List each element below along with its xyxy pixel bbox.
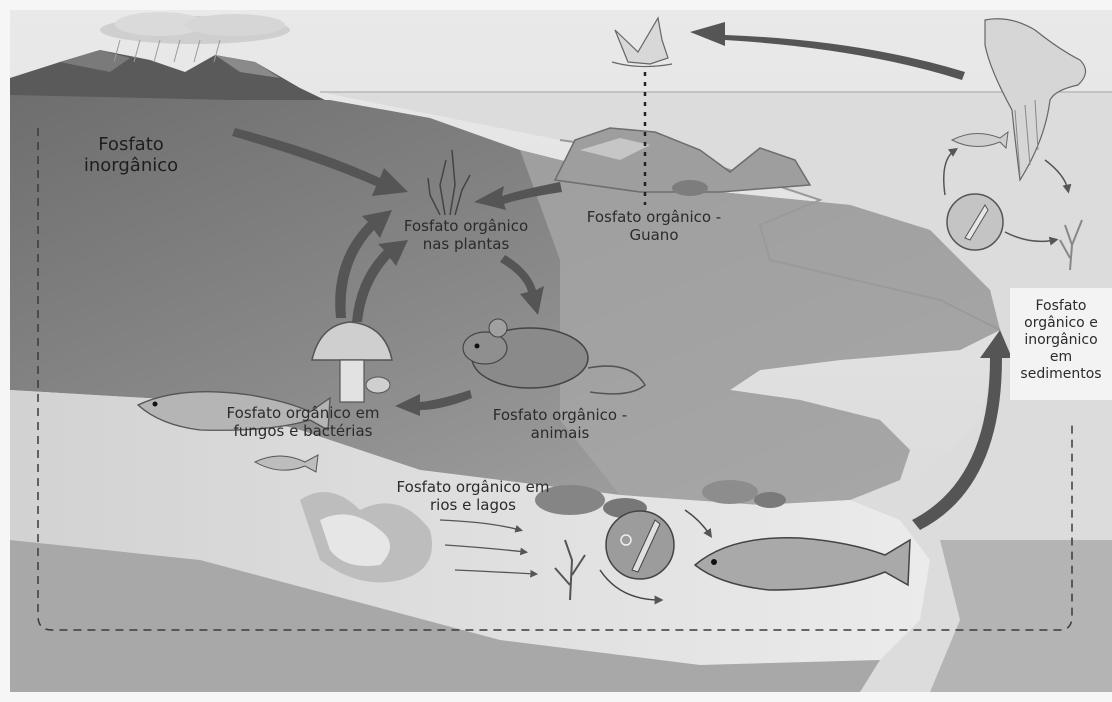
label-line: orgânico e (1012, 315, 1110, 332)
label-line: animais (478, 424, 642, 442)
label-line: sedimentos (1012, 366, 1110, 383)
label-line: fungos e bactérias (208, 422, 398, 440)
label-line: em (1012, 349, 1110, 366)
label-animals: Fosfato orgânico - animais (478, 406, 642, 442)
plankton-circle (947, 194, 1003, 250)
label-rivers-lakes: Fosfato orgânico em rios e lagos (378, 478, 568, 514)
label-line: Fosfato orgânico em (378, 478, 568, 496)
label-line: Guano (574, 226, 734, 244)
label-line: Fosfato orgânico em (208, 404, 398, 422)
label-plants: Fosfato orgânico nas plantas (386, 217, 546, 253)
label-inorganic-phosphate: Fosfato inorgânico (66, 134, 196, 176)
label-sediments: Fosfato orgânico e inorgânico em sedimen… (1012, 298, 1110, 383)
label-fungi-bacteria: Fosfato orgânico em fungos e bactérias (208, 404, 398, 440)
label-guano: Fosfato orgânico - Guano (574, 208, 734, 244)
label-line: Fosfato orgânico - (478, 406, 642, 424)
river-rock (702, 480, 758, 504)
label-line: nas plantas (386, 235, 546, 253)
label-line: Fosfato orgânico (386, 217, 546, 235)
label-line: Fosfato (1012, 298, 1110, 315)
label-line: Fosfato orgânico - (574, 208, 734, 226)
label-line: Fosfato (66, 134, 196, 155)
plankton-circle-river (606, 511, 674, 579)
label-line: rios e lagos (378, 496, 568, 514)
label-line: inorgânico (1012, 332, 1110, 349)
label-line: inorgânico (66, 155, 196, 176)
